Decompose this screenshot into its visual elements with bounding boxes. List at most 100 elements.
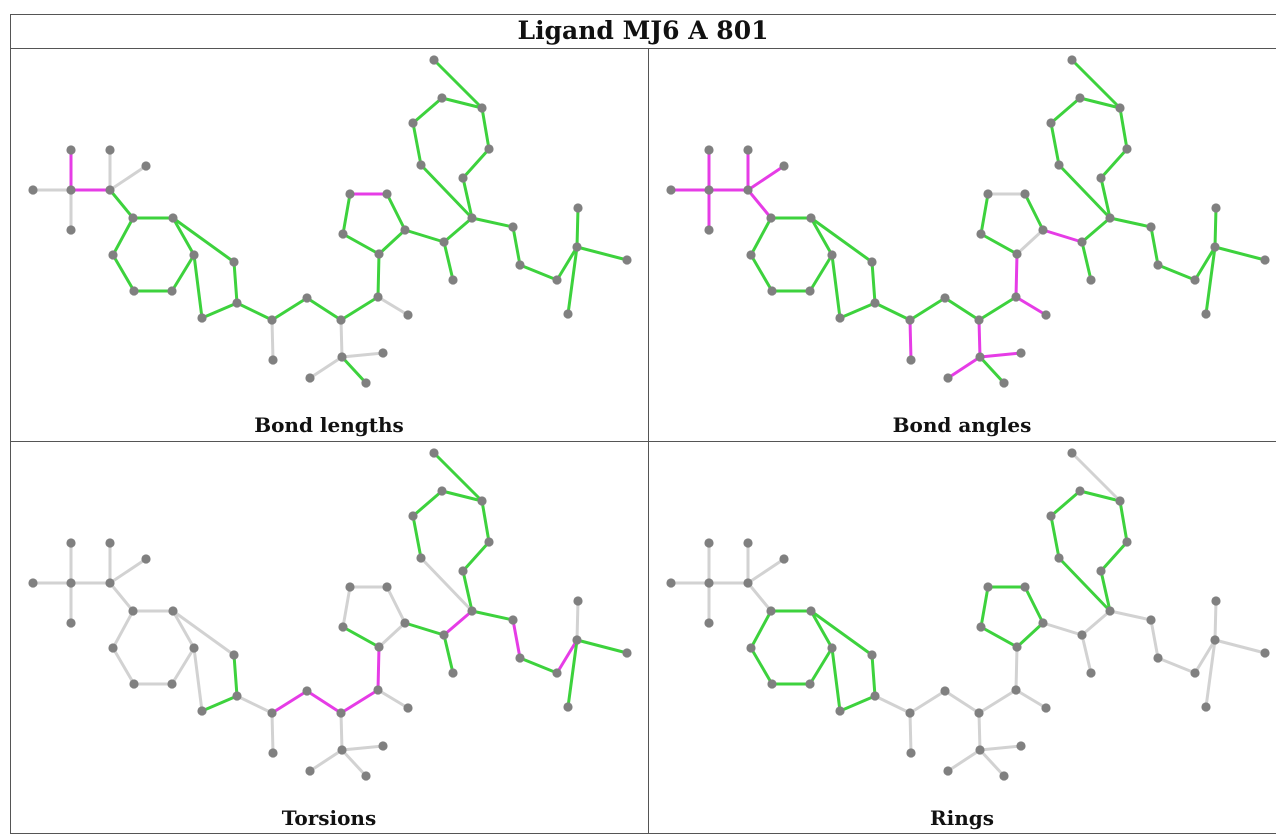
- atom-L4: [974, 708, 984, 718]
- atom-S6: [563, 702, 573, 712]
- bond-C6-C7: [1078, 96, 1122, 110]
- atom-F3: [197, 706, 207, 716]
- atom-Q2: [337, 745, 347, 755]
- atom-L4: [336, 315, 346, 325]
- atom-P4: [345, 189, 355, 199]
- atom-C2: [1086, 275, 1096, 285]
- atom-Q4: [378, 741, 388, 751]
- atom-C7: [1075, 486, 1085, 496]
- atom-C1: [1077, 237, 1087, 247]
- bond-C6-C7: [1078, 489, 1122, 503]
- bond-L3-L4: [305, 689, 343, 715]
- atom-R1: [766, 606, 776, 616]
- atom-Q2: [975, 352, 985, 362]
- atom-T1: [66, 538, 76, 548]
- atom-P2: [400, 618, 410, 628]
- bond-L1-L2: [270, 711, 275, 755]
- bond-C1-C2: [1080, 633, 1093, 675]
- bond-P1-P2: [1015, 621, 1045, 649]
- bond-L5-P1: [376, 645, 381, 692]
- atom-P2: [1038, 225, 1048, 235]
- bond-Q2-Q1: [946, 355, 982, 380]
- atom-Q2: [975, 745, 985, 755]
- bond-C9-C3: [419, 163, 474, 220]
- atom-C7: [437, 486, 447, 496]
- bond-R5-R6: [749, 253, 774, 293]
- atom-T7: [141, 161, 151, 171]
- atom-R1: [128, 213, 138, 223]
- bond-S1-S2: [511, 225, 522, 267]
- atom-Q1: [943, 373, 953, 383]
- atom-L6: [1041, 703, 1051, 713]
- bond-C4-C5: [461, 147, 491, 180]
- atom-T4: [66, 618, 76, 628]
- atom-F2: [870, 298, 880, 308]
- bond-P4-P5: [979, 585, 990, 629]
- bond-S4-S6: [1204, 245, 1217, 316]
- atom-S7: [1211, 596, 1221, 606]
- atom-R2: [806, 606, 816, 616]
- bond-C3-C4: [461, 569, 474, 613]
- atom-C3: [467, 213, 477, 223]
- bond-L4-Q2: [977, 711, 982, 752]
- bond-P2-C1: [403, 228, 446, 244]
- atom-P3: [1020, 582, 1030, 592]
- atom-L2: [906, 748, 916, 758]
- bond-P4-P5: [979, 192, 990, 236]
- bond-S4-S7: [575, 206, 580, 249]
- atom-R3: [827, 643, 837, 653]
- atom-C3: [1105, 606, 1115, 616]
- atom-C6: [477, 103, 487, 113]
- bond-C3-S1: [470, 609, 515, 622]
- bond-L4-Q2: [339, 711, 344, 752]
- atom-Q3: [999, 378, 1009, 388]
- atom-S4: [1210, 242, 1220, 252]
- atom-C10: [1067, 55, 1077, 65]
- bond-P2-P3: [385, 192, 407, 232]
- atom-L3: [302, 293, 312, 303]
- atom-L1: [905, 315, 915, 325]
- atom-S1: [508, 222, 518, 232]
- bond-S2-S3: [1156, 263, 1197, 282]
- atom-R1: [128, 606, 138, 616]
- atom-S2: [1153, 653, 1163, 663]
- bond-T6-R1: [746, 188, 773, 220]
- atom-T4: [704, 618, 714, 628]
- atom-C8: [408, 511, 418, 521]
- atom-L4: [974, 315, 984, 325]
- panel-bond-angles: [666, 55, 1270, 388]
- bond-C5-C6: [1118, 106, 1129, 151]
- bond-C1-C2: [442, 240, 455, 282]
- bond-C4-C5: [1099, 540, 1129, 573]
- bond-P4-P5: [341, 192, 352, 236]
- bond-C7-C8: [1049, 489, 1082, 518]
- atom-S4: [1210, 635, 1220, 645]
- atom-L3: [302, 686, 312, 696]
- atom-C4: [1096, 566, 1106, 576]
- bond-T6-R1: [108, 188, 135, 220]
- bond-P4-P5: [341, 585, 352, 629]
- bond-S3-S4: [555, 638, 579, 675]
- bond-L4-L5: [339, 295, 380, 322]
- atom-R6: [108, 643, 118, 653]
- bond-L3-L4: [943, 689, 981, 715]
- atom-S3: [1190, 275, 1200, 285]
- atom-P3: [382, 189, 392, 199]
- bond-F3-R3: [192, 646, 204, 713]
- atom-S7: [573, 203, 583, 213]
- atom-S3: [1190, 668, 1200, 678]
- atom-Q2: [337, 352, 347, 362]
- atom-C8: [1046, 118, 1056, 128]
- bond-C3-C4: [1099, 176, 1112, 220]
- atom-C9: [1054, 160, 1064, 170]
- bond-L5-P1: [1014, 252, 1019, 299]
- bond-Q2-Q4: [978, 744, 1023, 752]
- atom-R5: [767, 286, 777, 296]
- atom-S6: [1201, 702, 1211, 712]
- atom-L1: [267, 315, 277, 325]
- bond-C6-C7: [440, 489, 484, 503]
- atom-S4: [572, 635, 582, 645]
- bond-C1-C3: [1080, 609, 1112, 637]
- bond-L1-L3: [270, 296, 309, 322]
- bond-Q2-Q3: [340, 355, 368, 385]
